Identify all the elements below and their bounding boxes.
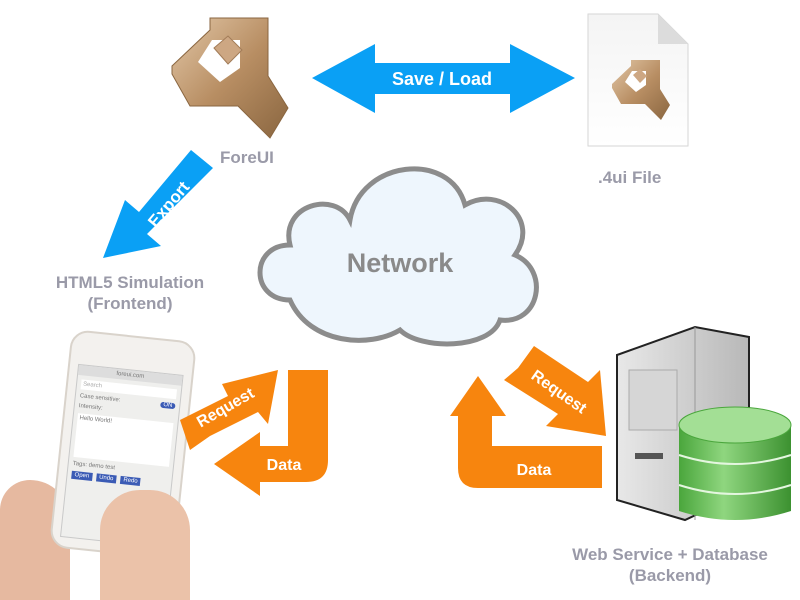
server-database-icon: [616, 325, 792, 522]
back-request-arrow: [504, 346, 606, 436]
save-load-label: Save / Load: [392, 69, 492, 89]
4ui-file-label: .4ui File: [598, 168, 662, 187]
phone-button: Undo: [95, 473, 117, 484]
phone-button: Open: [71, 470, 93, 481]
foreui-logo-icon: [171, 17, 289, 139]
foreui-label: ForeUI: [220, 148, 274, 167]
front-data-arrow: [214, 370, 328, 496]
right-hand: [100, 490, 190, 600]
frontend-label-line2: (Frontend): [87, 294, 173, 313]
backend-label-line1: Web Service + Database: [572, 545, 768, 564]
frontend-label: HTML5 Simulation (Frontend): [30, 272, 230, 314]
export-arrow: Export: [103, 150, 213, 258]
phone-button: Redo: [119, 475, 141, 487]
tag: demo: [88, 462, 104, 471]
tags-label: Tags:: [72, 460, 88, 469]
case-label: Case sensitive:: [79, 393, 121, 404]
front-request-arrow: [180, 370, 278, 450]
tag: test: [104, 464, 116, 472]
save-load-arrow: Save / Load: [312, 44, 575, 113]
front-data-label: Data: [267, 457, 302, 474]
back-data-arrow: [450, 376, 602, 488]
back-data-label: Data: [517, 462, 552, 479]
network-cloud-icon: Network: [257, 166, 539, 347]
4ui-file-icon: [587, 13, 689, 147]
frontend-label-line1: HTML5 Simulation: [55, 273, 205, 292]
text-area: Hello World!: [73, 413, 174, 467]
phone-illustration: foreui.com Search Case sensitive: ON Int…: [0, 329, 198, 600]
network-label: Network: [347, 248, 455, 278]
frontend-arrows: Request Data: [180, 370, 328, 496]
backend-label: Web Service + Database (Backend): [540, 544, 800, 586]
backend-arrows: Request Data: [450, 346, 606, 488]
backend-label-line2: (Backend): [628, 566, 712, 585]
